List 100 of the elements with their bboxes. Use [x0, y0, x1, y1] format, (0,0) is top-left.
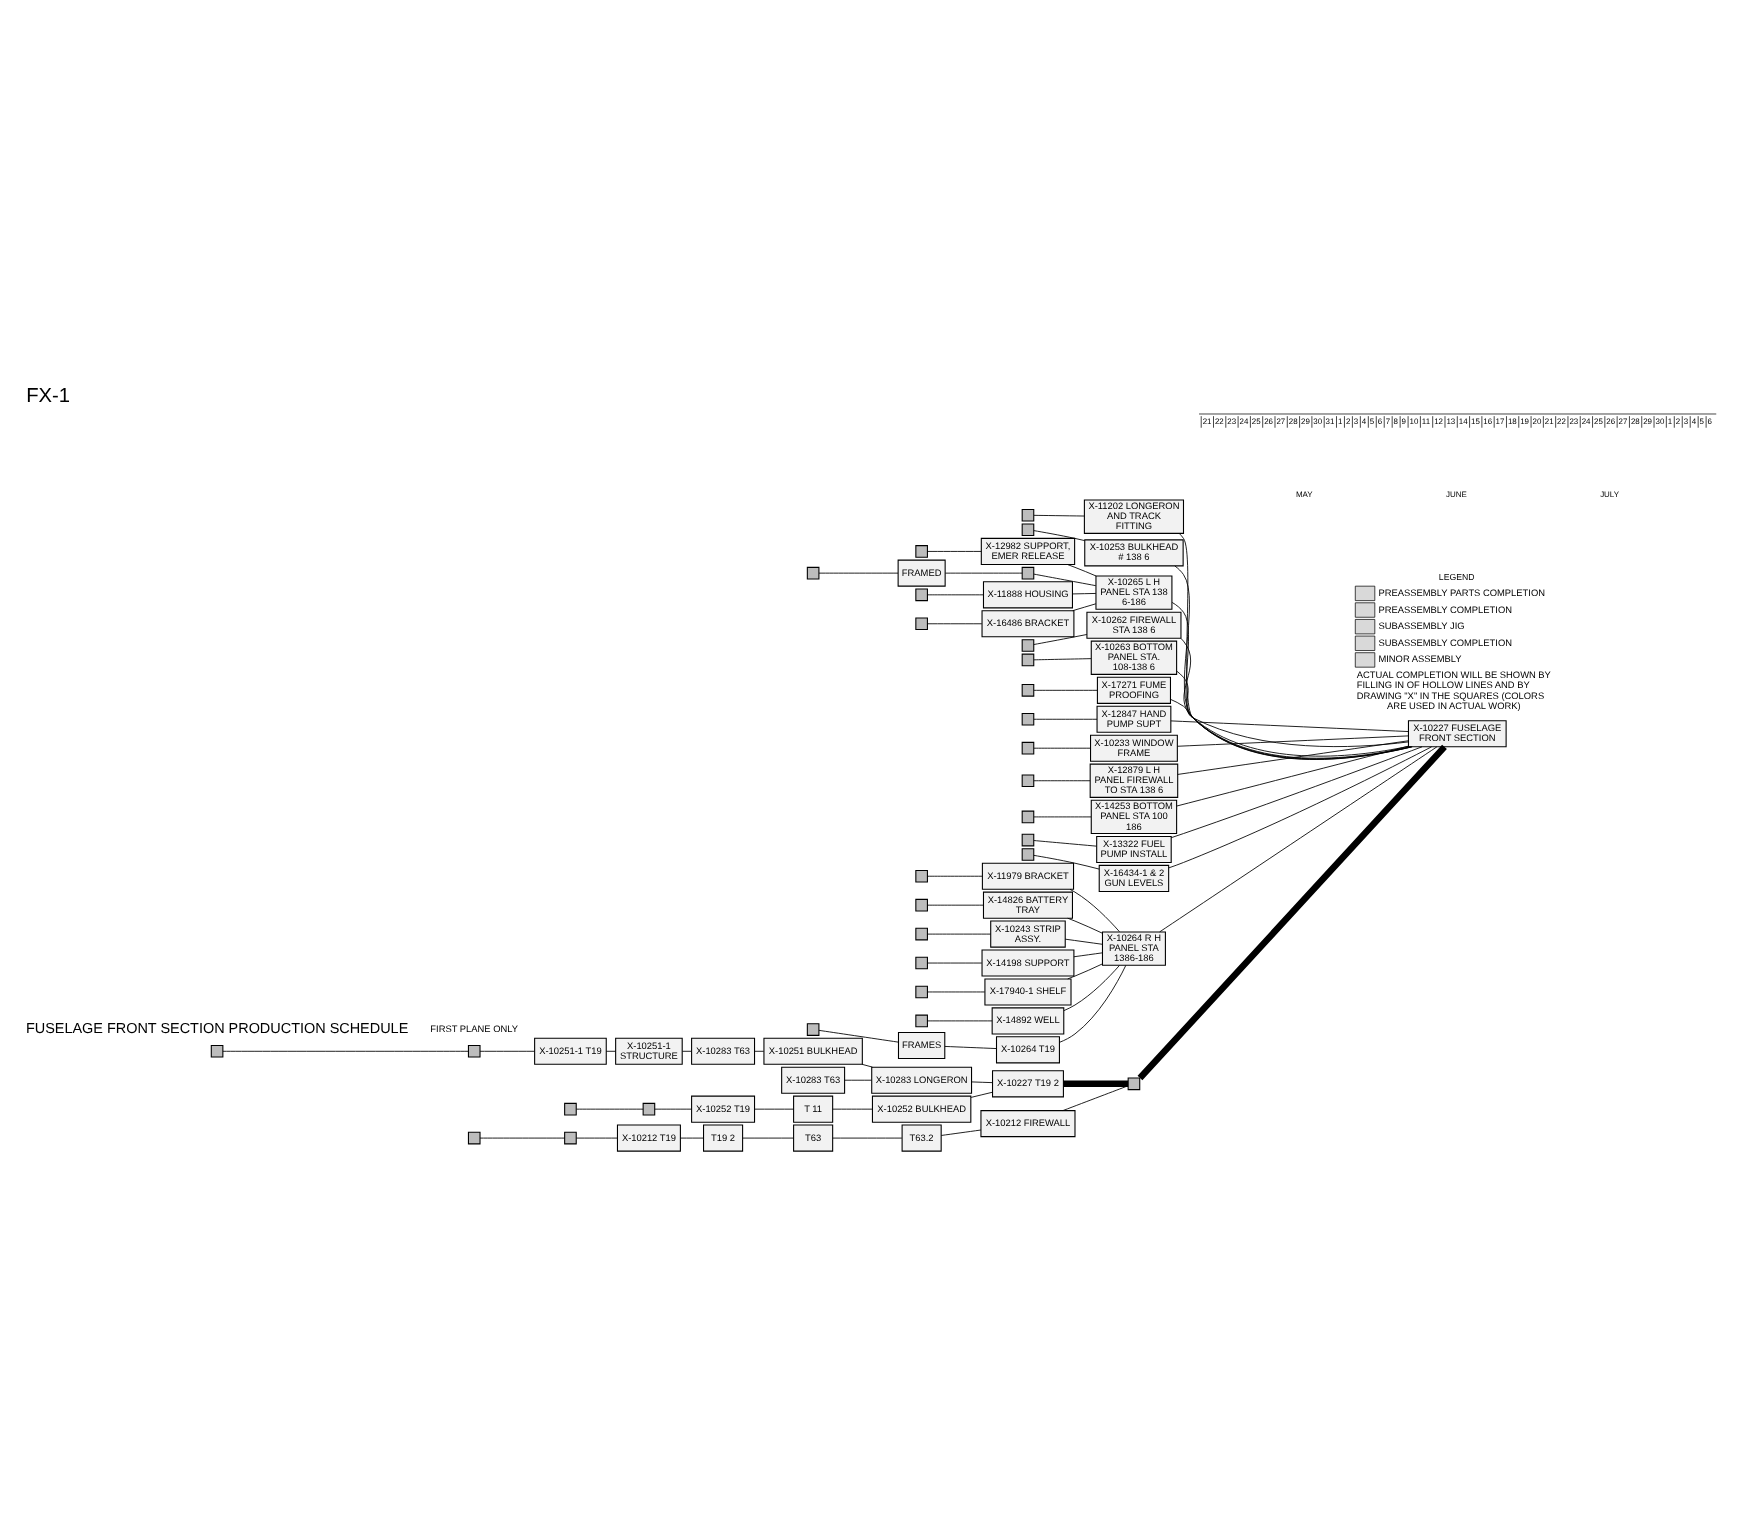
connector — [1033, 840, 1097, 847]
connector — [970, 1091, 993, 1098]
connector — [927, 594, 984, 596]
connector — [754, 1108, 795, 1110]
node-box — [1021, 653, 1035, 667]
connector — [1062, 1085, 1129, 1112]
node-box — [915, 898, 928, 912]
node-box — [915, 985, 928, 999]
connector — [479, 1137, 566, 1139]
node-box — [915, 617, 928, 631]
connector — [1063, 1080, 1129, 1088]
connector — [861, 1063, 873, 1068]
connector — [1170, 746, 1423, 839]
connector — [576, 1108, 644, 1110]
node-box — [564, 1102, 577, 1116]
node-box — [915, 588, 928, 602]
connector — [927, 875, 983, 877]
connector — [1069, 888, 1120, 933]
connector — [1067, 963, 1103, 980]
node-box — [915, 869, 928, 883]
connector — [1067, 564, 1097, 577]
connector — [1033, 530, 1086, 542]
connector — [1176, 735, 1409, 747]
connector — [940, 1129, 982, 1136]
connector — [844, 1079, 873, 1081]
connector — [654, 1108, 692, 1110]
connector — [1170, 698, 1409, 747]
node-box — [1021, 566, 1035, 580]
connector — [1033, 747, 1091, 749]
connector — [927, 962, 983, 964]
connector — [576, 1137, 618, 1139]
connector — [742, 1137, 794, 1139]
connector — [680, 1137, 704, 1139]
node-box — [1021, 741, 1035, 755]
connector — [1159, 746, 1438, 933]
connector — [1033, 514, 1085, 517]
connector — [927, 991, 986, 993]
connector — [944, 1046, 997, 1049]
connector — [818, 572, 899, 574]
connector — [927, 623, 983, 625]
connector — [681, 1050, 692, 1052]
node-box — [467, 1044, 481, 1058]
node-box — [642, 1102, 656, 1116]
connector — [1033, 816, 1092, 818]
connector — [1063, 965, 1120, 1012]
connector — [1033, 718, 1098, 720]
diagram-title: FX-1 — [26, 385, 71, 408]
connector — [605, 1050, 617, 1052]
node-box — [1021, 833, 1035, 847]
connector — [832, 1137, 903, 1139]
connector — [1033, 854, 1100, 870]
connector — [1177, 740, 1409, 775]
node-box — [1127, 1077, 1141, 1091]
connector — [1033, 658, 1092, 661]
node-box — [1021, 848, 1035, 861]
connector — [1137, 744, 1447, 1081]
node-box — [467, 1131, 481, 1145]
connector — [479, 1050, 536, 1052]
label: FUSELAGE FRONT SECTION PRODUCTION SCHEDULE — [25, 1019, 409, 1038]
connector — [1033, 573, 1097, 587]
node-box — [915, 927, 928, 941]
connector — [1064, 938, 1103, 945]
node-box — [806, 566, 820, 580]
connector — [1072, 593, 1097, 595]
connector — [1072, 603, 1097, 612]
node-box — [1021, 774, 1035, 788]
node-box — [1021, 712, 1035, 726]
node-box — [806, 1023, 820, 1036]
connector — [1033, 689, 1098, 691]
connector — [1033, 634, 1088, 645]
connector — [832, 1108, 873, 1110]
connector — [927, 904, 984, 906]
connector — [927, 551, 982, 552]
connector — [1073, 952, 1103, 958]
connector — [1176, 670, 1409, 757]
connector — [754, 1050, 765, 1052]
node-box — [1021, 508, 1035, 522]
node-box — [564, 1131, 577, 1145]
connector — [971, 1081, 993, 1084]
connector — [1059, 964, 1127, 1043]
node-box — [1021, 684, 1035, 697]
connector — [818, 1029, 899, 1043]
node-box — [1021, 523, 1035, 537]
connector — [927, 933, 992, 935]
node-box — [1021, 810, 1035, 824]
connector — [1067, 917, 1103, 934]
node-box — [915, 1014, 928, 1028]
connector — [1174, 565, 1413, 760]
connector — [1176, 745, 1409, 807]
connector — [222, 1050, 469, 1052]
node-box — [915, 545, 928, 558]
node-box — [915, 956, 928, 970]
connector — [944, 572, 1023, 574]
node-box — [1021, 639, 1035, 652]
connector — [1168, 746, 1433, 869]
connector — [927, 1020, 993, 1022]
connector — [1178, 532, 1413, 760]
connector — [1033, 780, 1091, 782]
node-box — [210, 1044, 224, 1058]
connector — [1170, 720, 1409, 732]
